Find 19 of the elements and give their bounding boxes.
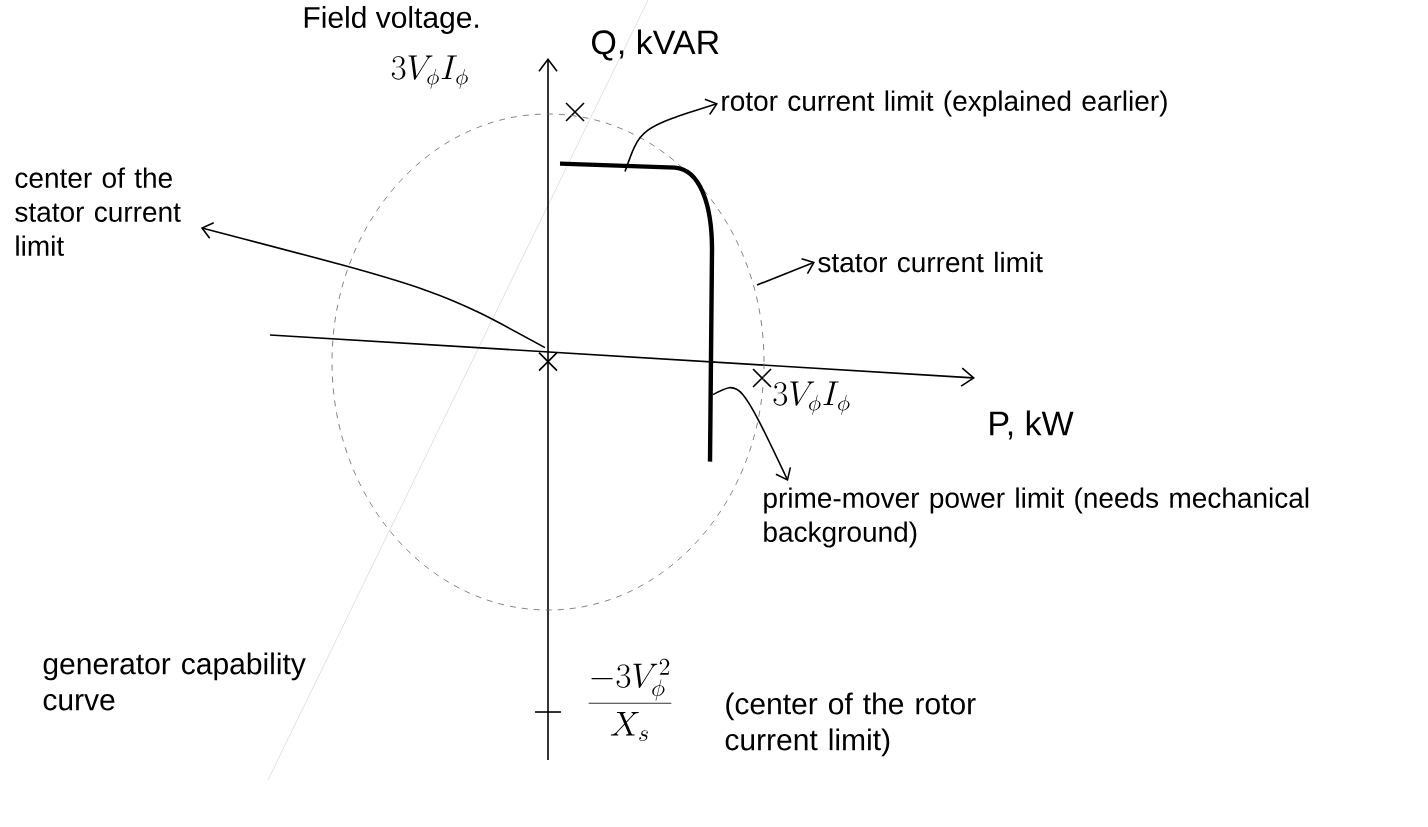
axis-label: P, kW	[990, 410, 1074, 440]
annotation-text: prime-mover power limit (needs mechanical background)	[764, 487, 1309, 548]
axis-value: $3V_\phi I_\phi$	[391, 55, 468, 89]
leader-arrow	[756, 257, 815, 286]
capability-curve	[559, 161, 715, 462]
leader-arrow	[712, 386, 792, 481]
annotation-text: center of the stator current limit	[15, 167, 181, 256]
note-text: (center of the rotor current limit)	[725, 692, 976, 757]
annotation-text: stator current limit	[818, 251, 1043, 273]
axis-value: $3V_\phi I_\phi$	[773, 381, 850, 415]
heading-text: Field voltage.	[304, 6, 479, 34]
formula-label: $\frac{-3V_\phi^{2}}{X_s}$	[588, 658, 672, 742]
point-mark	[538, 351, 558, 372]
leader-arrow	[200, 221, 546, 349]
caption-text: generator capability curve	[43, 652, 306, 711]
dashed-circle	[331, 113, 765, 611]
leader-arrow	[624, 98, 718, 173]
annotation-text: rotor current limit (explained earlier)	[722, 90, 1167, 117]
axis-label: Q, kVAR	[592, 29, 719, 61]
